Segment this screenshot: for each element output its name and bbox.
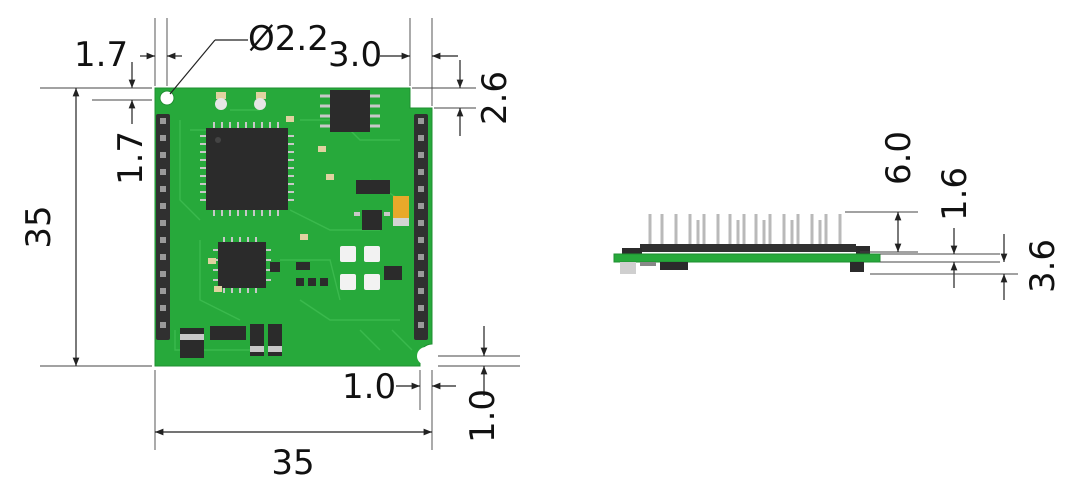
- side-pcb: [613, 253, 881, 263]
- bottom-components: [180, 324, 282, 358]
- side-view-dimensions: 6.0 1.6 3.6: [845, 131, 1063, 300]
- dim-hole-offset-y: 1.7: [111, 131, 151, 185]
- dim-board-height: 35: [19, 205, 59, 248]
- top-view-dimensions: 1.7 Ø2.2 3.0 2.6 1.7 35 35: [19, 18, 520, 483]
- smd-components: [208, 92, 402, 292]
- dim-header-offset: 3.0: [328, 35, 382, 75]
- secondary-chip: [213, 237, 271, 293]
- dim-notch-depth: 2.6: [475, 71, 515, 125]
- dim-bottom-height: 3.6: [1023, 239, 1063, 293]
- mounting-hole: [159, 90, 175, 106]
- side-header-strip: [640, 244, 856, 252]
- dim-hole-diameter: Ø2.2: [248, 19, 329, 59]
- pcb-side-view: [613, 214, 881, 274]
- dim-board-width: 35: [271, 443, 314, 483]
- left-pin-header: [156, 114, 170, 340]
- pcb-top-view: [154, 87, 435, 367]
- dim-hole-offset-x: 1.7: [74, 35, 128, 75]
- right-pin-header: [414, 114, 428, 340]
- tantalum-capacitor: [393, 196, 409, 226]
- dim-corner-y: 1.0: [463, 389, 503, 443]
- flash-memory-chip: [320, 90, 380, 132]
- dim-pin-length: 6.0: [879, 131, 919, 185]
- dim-pcb-thickness: 1.6: [935, 167, 975, 221]
- main-microcontroller-chip: [200, 122, 294, 216]
- dim-corner-x: 1.0: [342, 367, 396, 407]
- corner-cutout: [417, 347, 435, 365]
- white-pads: [340, 246, 380, 290]
